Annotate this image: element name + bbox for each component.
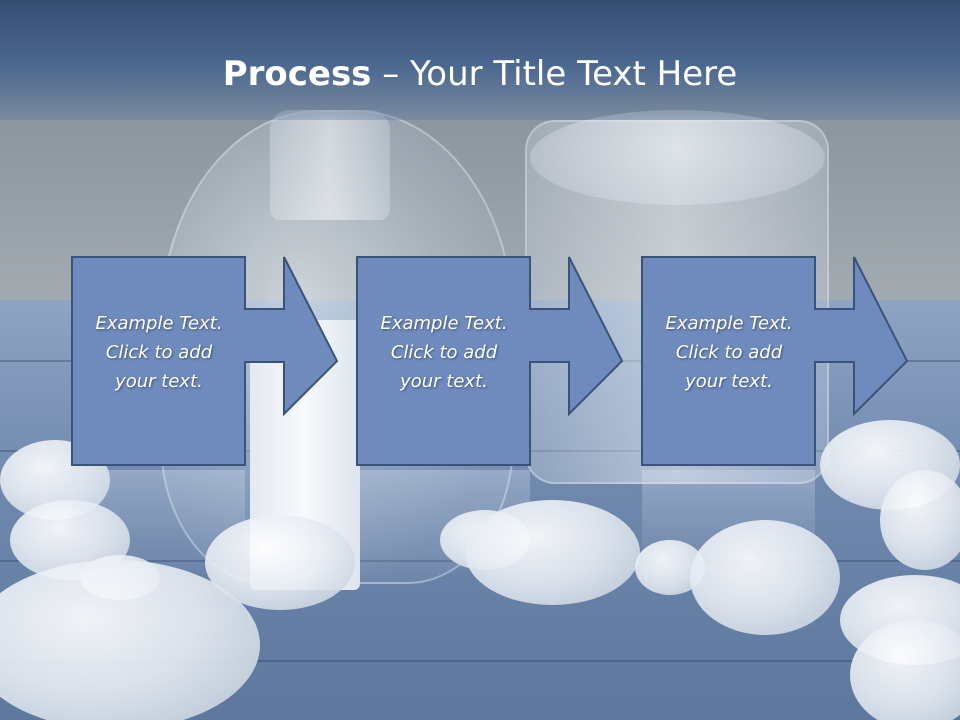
glass-vase-neck	[270, 110, 390, 220]
process-step-3[interactable]: Example Text. Click to add your text.	[641, 256, 912, 467]
process-step-text[interactable]: Example Text. Click to add your text.	[665, 313, 793, 392]
process-step-shape	[641, 256, 909, 466]
process-step-shape	[71, 256, 339, 466]
title-bold: Process	[222, 54, 372, 94]
process-step-shape	[356, 256, 624, 466]
process-step-text[interactable]: Example Text. Click to add your text.	[95, 313, 223, 392]
pebble	[465, 500, 640, 605]
process-step-2[interactable]: Example Text. Click to add your text.	[356, 256, 627, 467]
pebble	[205, 515, 355, 610]
title-rest: – Your Title Text Here	[371, 54, 738, 94]
process-step-1[interactable]: Example Text. Click to add your text.	[71, 256, 342, 467]
pebble	[880, 470, 960, 570]
slide-title[interactable]: Process – Your Title Text Here	[0, 52, 960, 96]
pebble	[850, 620, 960, 720]
process-step-text[interactable]: Example Text. Click to add your text.	[380, 313, 508, 392]
title-band	[0, 0, 960, 120]
pebble	[690, 520, 840, 635]
